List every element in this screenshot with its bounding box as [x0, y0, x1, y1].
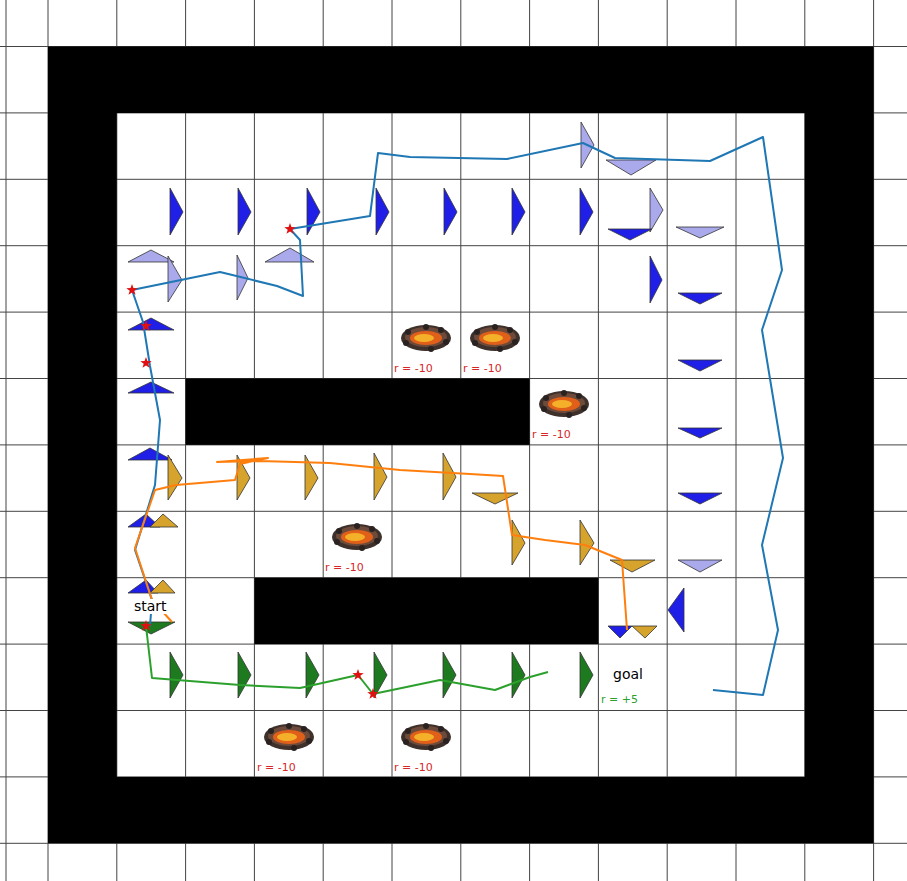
inner-wall — [186, 379, 530, 445]
reward-label: r = -10 — [393, 363, 434, 375]
reward-label: r = -10 — [324, 562, 365, 574]
reward-label: r = -10 — [462, 363, 503, 375]
reward-label: r = -10 — [531, 429, 572, 441]
reward-label: r = +5 — [600, 694, 639, 706]
start-label: start — [133, 599, 168, 614]
stars — [126, 223, 378, 699]
trajectories — [132, 137, 783, 695]
goal-label: goal — [612, 667, 644, 682]
reward-label: r = -10 — [393, 762, 434, 774]
reward-label: r = -10 — [256, 762, 297, 774]
lava-pits — [264, 324, 589, 751]
policy-arrows — [128, 122, 724, 698]
inner-wall — [254, 578, 598, 644]
outer-wall — [48, 47, 874, 844]
